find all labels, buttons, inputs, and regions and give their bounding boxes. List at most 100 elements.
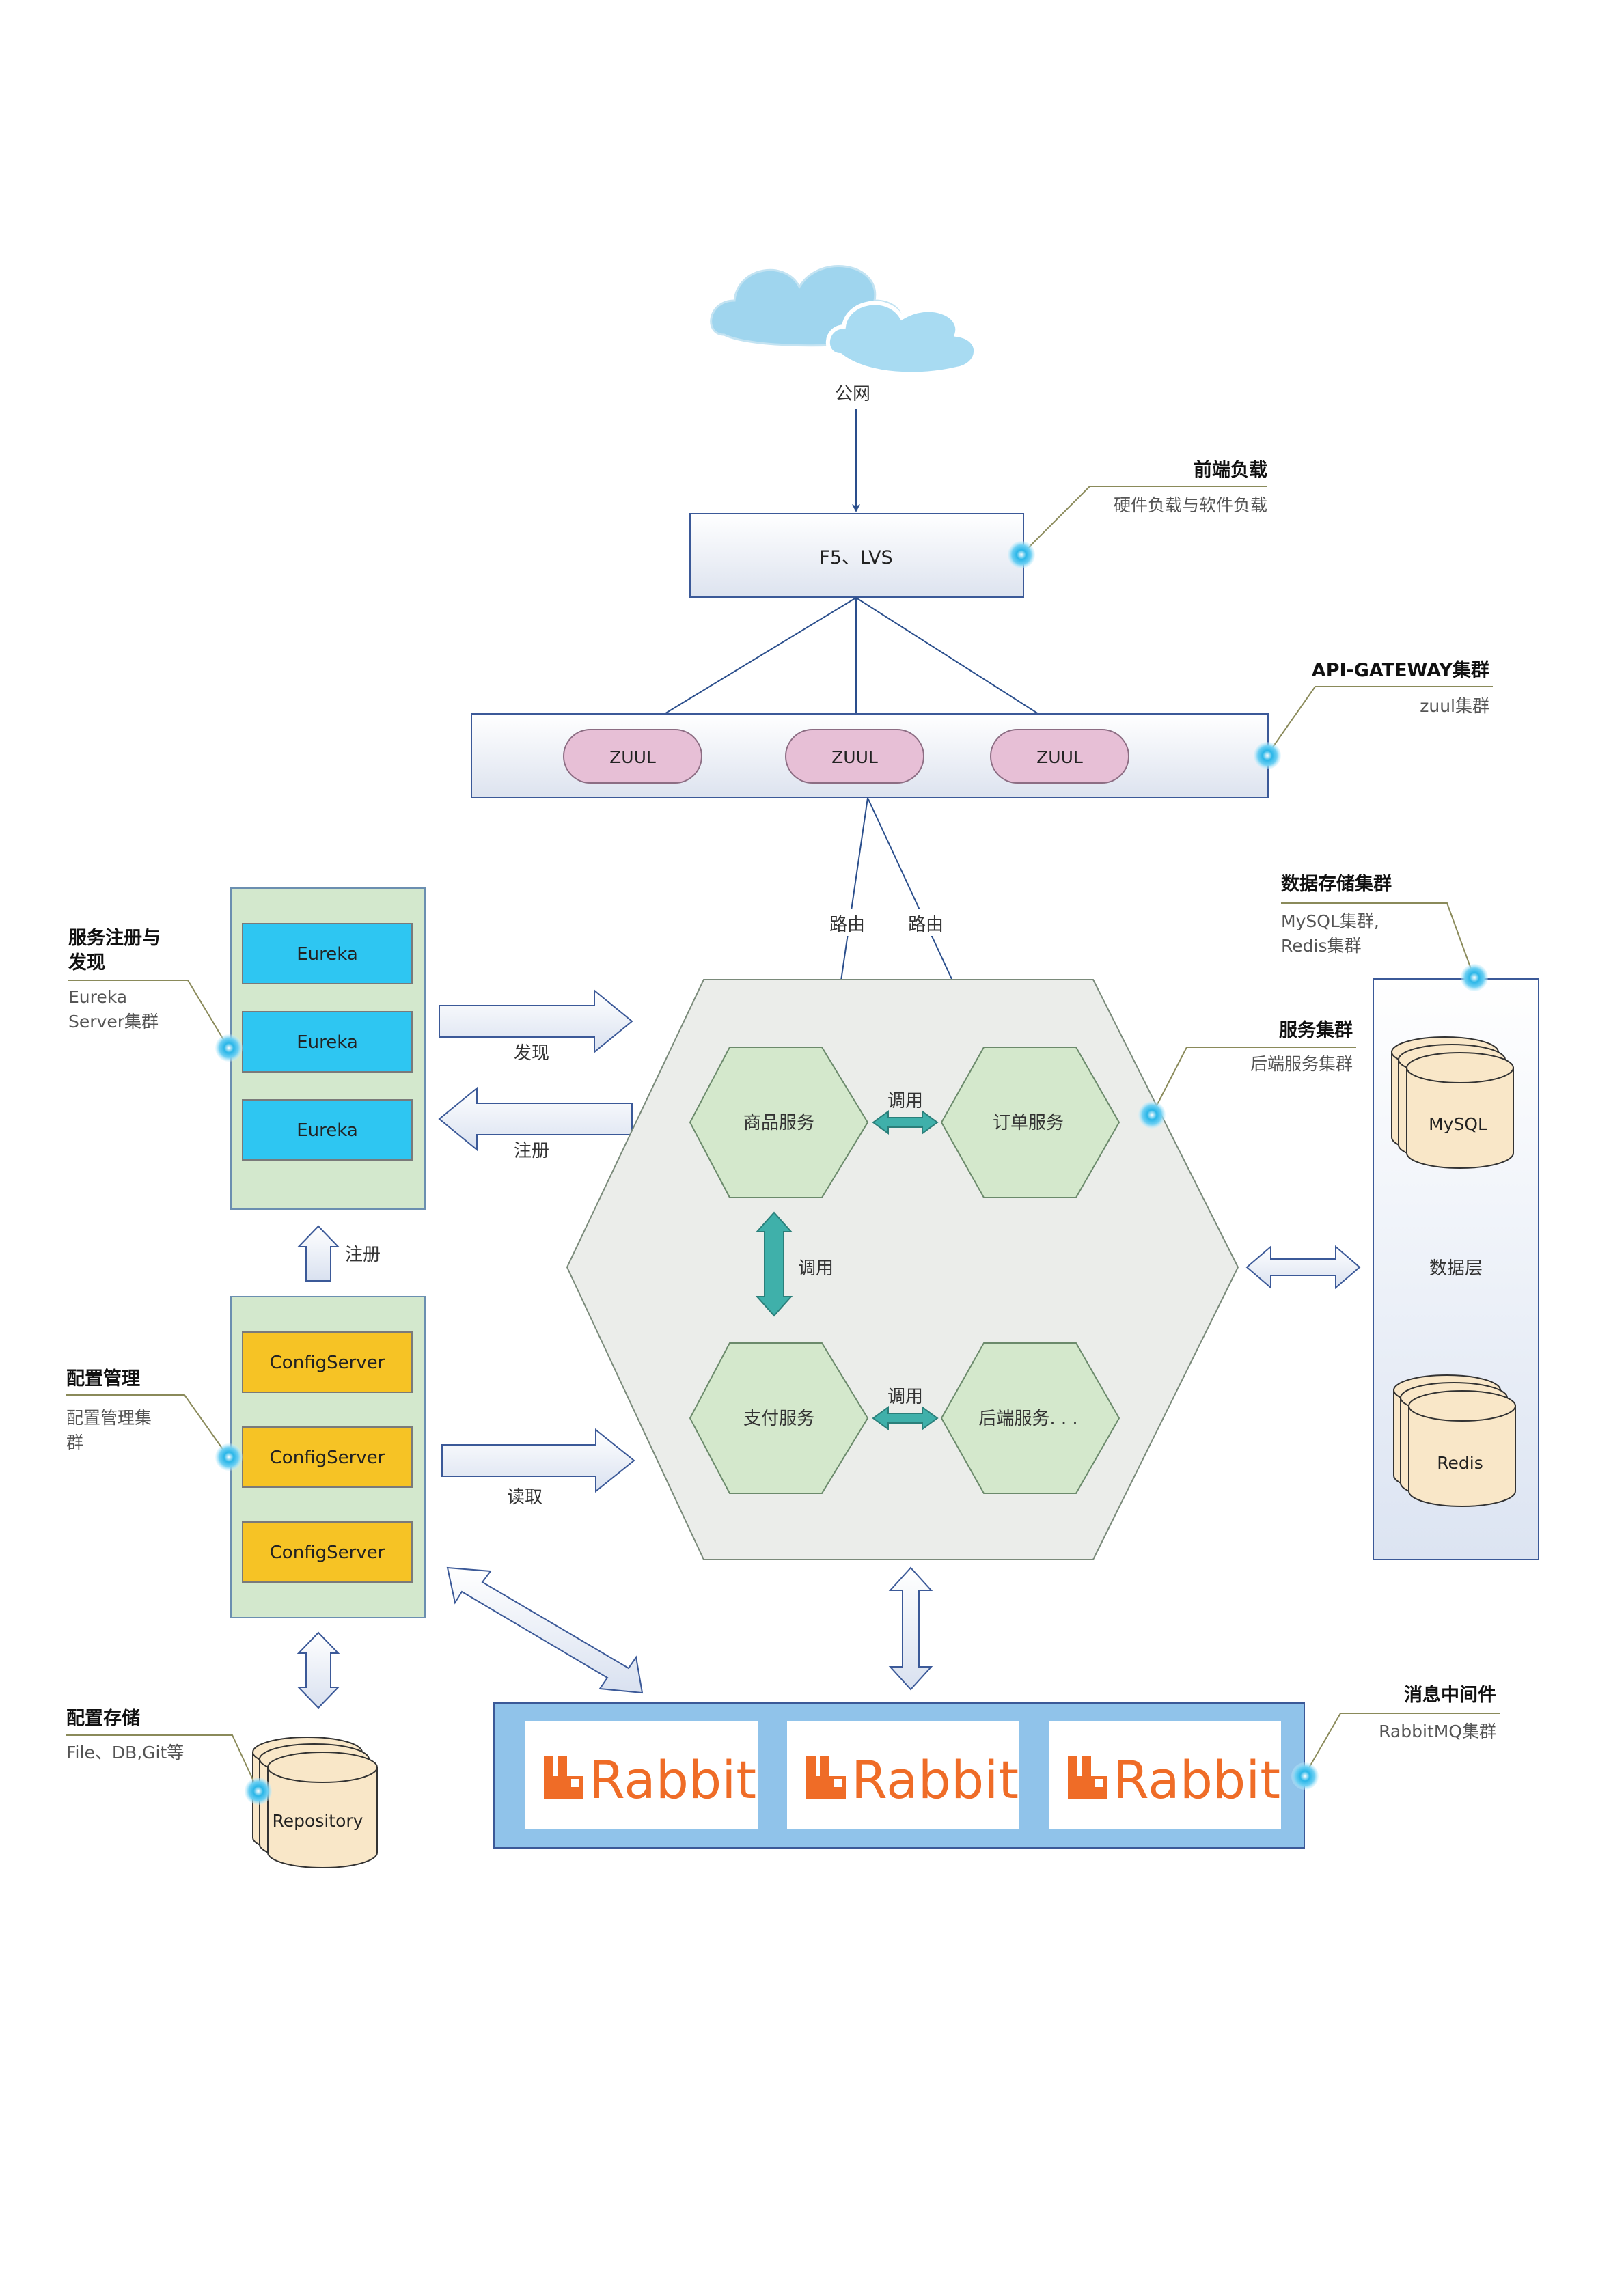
zuul-label-1: ZUUL	[609, 747, 656, 767]
gateway-callout-title: API-GATEWAY集群	[1312, 659, 1489, 681]
repository-callout-title: 配置存储	[66, 1708, 140, 1729]
rabbitmq-logo-icon	[1068, 1756, 1107, 1799]
service-callout-dot	[1138, 1101, 1166, 1129]
rabbit-label-3: Rabbit	[1113, 1749, 1280, 1810]
redis-label: Redis	[1437, 1453, 1483, 1473]
service-callout: 服务集群 后端服务集群	[1138, 1019, 1356, 1129]
config-label-1: ConfigServer	[270, 1353, 385, 1373]
gateway-callout: API-GATEWAY集群 zuul集群	[1254, 659, 1493, 769]
service-data-arrow	[1245, 1245, 1361, 1290]
rabbit-label-1: Rabbit	[589, 1749, 756, 1810]
data-callout-title: 数据存储集群	[1281, 873, 1392, 895]
eureka-callout: 服务注册与 发现 Eureka Server集群	[68, 927, 243, 1062]
rabbit-node-2[interactable]: Rabbit	[787, 1721, 1019, 1829]
eureka-callout-title-2: 发现	[68, 952, 105, 973]
product-service-hex[interactable]	[689, 1047, 869, 1198]
call-arrow-vertical	[755, 1211, 793, 1317]
lb-to-zuul-1	[639, 597, 857, 730]
zuul-label-2: ZUUL	[831, 747, 878, 767]
mq-callout-sub: RabbitMQ集群	[1379, 1721, 1496, 1741]
mysql-cylinder[interactable]	[1391, 1036, 1514, 1169]
eureka-callout-sub-1: Eureka	[68, 987, 127, 1007]
config-callout-sub-2: 群	[66, 1433, 83, 1452]
config-node-3[interactable]	[242, 1521, 413, 1583]
repository-callout-sub: File、DB,Git等	[66, 1743, 184, 1762]
service-mq-arrow	[888, 1566, 933, 1691]
read-label: 读取	[507, 1487, 542, 1508]
rabbit-node-1[interactable]: Rabbit	[525, 1721, 758, 1829]
lb-callout: 前端负载 硬件负载与软件负载	[1008, 459, 1267, 568]
config-label-2: ConfigServer	[270, 1448, 385, 1468]
load-balancer-label: F5、LVS	[819, 547, 892, 568]
zuul-node-3[interactable]	[990, 729, 1129, 784]
call-arrow-top	[872, 1110, 939, 1135]
discover-arrow	[439, 988, 633, 1054]
route-label-1: 路由	[829, 915, 865, 935]
config-callout: 配置管理 配置管理集 群	[66, 1368, 243, 1471]
data-layer-label: 数据层	[1429, 1258, 1483, 1279]
eureka-label-2: Eureka	[297, 1032, 358, 1053]
read-arrow	[441, 1428, 635, 1493]
service-cluster-hexagon	[566, 979, 1239, 1560]
mq-callout: 消息中间件 RabbitMQ集群	[1291, 1684, 1500, 1790]
order-service-label: 订单服务	[993, 1113, 1064, 1133]
redis-cylinder[interactable]	[1393, 1374, 1516, 1507]
data-callout-dot	[1461, 964, 1488, 991]
mysql-label: MySQL	[1429, 1114, 1487, 1134]
rabbitmq-logo-icon	[806, 1756, 846, 1799]
gateway-callout-sub: zuul集群	[1420, 696, 1489, 716]
data-callout: 数据存储集群 MySQL集群, Redis集群	[1281, 873, 1488, 991]
call-label-bottom: 调用	[887, 1387, 923, 1407]
zuul-label-3: ZUUL	[1036, 747, 1083, 767]
repository-callout: 配置存储 File、DB,Git等	[66, 1708, 272, 1805]
config-callout-dot	[215, 1443, 243, 1471]
load-balancer-box[interactable]	[689, 513, 1024, 598]
mq-callout-title: 消息中间件	[1404, 1684, 1496, 1706]
eureka-node-3[interactable]	[242, 1099, 413, 1161]
register-up-arrow	[297, 1225, 340, 1282]
payment-service-label: 支付服务	[743, 1409, 814, 1429]
cloud-label: 公网	[835, 384, 870, 404]
repository-label: Repository	[273, 1811, 363, 1831]
service-callout-title: 服务集群	[1279, 1019, 1353, 1041]
route-label-2: 路由	[908, 915, 944, 935]
gateway-callout-dot	[1254, 742, 1281, 769]
eureka-node-2[interactable]	[242, 1011, 413, 1073]
call-label-vertical: 调用	[798, 1258, 834, 1279]
eureka-callout-title-1: 服务注册与	[68, 927, 161, 949]
lb-callout-dot	[1008, 541, 1035, 568]
eureka-label-1: Eureka	[297, 944, 358, 965]
zuul-node-1[interactable]	[563, 729, 702, 784]
call-arrow-bottom	[872, 1406, 939, 1430]
config-repo-arrow	[297, 1631, 340, 1709]
product-service-label: 商品服务	[743, 1113, 814, 1133]
register-label: 注册	[514, 1141, 549, 1161]
discover-label: 发现	[514, 1043, 549, 1064]
config-node-1[interactable]	[242, 1331, 413, 1393]
payment-service-hex[interactable]	[689, 1342, 869, 1494]
zuul-node-2[interactable]	[785, 729, 924, 784]
repository-cylinder[interactable]	[252, 1737, 378, 1868]
eureka-node-1[interactable]	[242, 923, 413, 984]
data-callout-sub-2: Redis集群	[1281, 936, 1361, 956]
lb-callout-title: 前端负载	[1194, 459, 1267, 481]
backend-service-label: 后端服务. . .	[978, 1409, 1077, 1429]
data-callout-sub-1: MySQL集群,	[1281, 911, 1379, 931]
order-service-hex[interactable]	[940, 1047, 1120, 1198]
lb-callout-sub: 硬件负载与软件负载	[1114, 495, 1267, 515]
repository-callout-dot	[245, 1778, 272, 1805]
config-label-3: ConfigServer	[270, 1543, 385, 1563]
call-label-top: 调用	[887, 1091, 923, 1111]
mq-callout-dot	[1291, 1762, 1319, 1790]
service-callout-sub: 后端服务集群	[1250, 1054, 1353, 1074]
rabbitmq-logo-icon	[544, 1756, 583, 1799]
register-up-label: 注册	[345, 1245, 381, 1265]
config-node-2[interactable]	[242, 1426, 413, 1488]
config-callout-sub-1: 配置管理集	[66, 1408, 152, 1428]
eureka-callout-dot	[215, 1034, 243, 1062]
backend-service-hex[interactable]	[940, 1342, 1120, 1494]
rabbit-node-3[interactable]: Rabbit	[1049, 1721, 1281, 1829]
config-callout-title: 配置管理	[66, 1368, 140, 1389]
rabbit-label-2: Rabbit	[851, 1749, 1019, 1810]
